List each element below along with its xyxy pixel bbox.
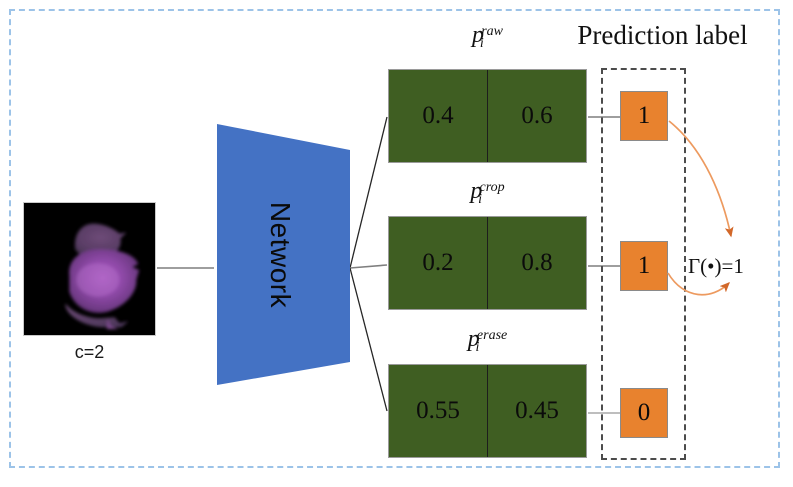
prediction-label-group-box [601,68,686,460]
probability-row-erase: 0.55 0.45 [388,364,587,458]
probability-cell: 0.2 [389,217,487,309]
prob-label-base: p [467,326,480,352]
prob-label-base: p [470,178,483,204]
prediction-box-erase: 0 [620,388,668,438]
prob-label-superscript: raw [481,23,503,39]
probability-cell: 0.6 [487,70,586,162]
prob-label-subscript: i [478,192,483,208]
figure-outer-frame [9,9,780,468]
prediction-box-crop: 1 [620,241,668,291]
prob-label-superscript: erase [476,327,508,343]
probability-row-crop: 0.2 0.8 [388,216,587,310]
gamma-annotation: Γ(•)=1 [688,254,744,278]
probability-cell: 0.8 [487,217,586,309]
prob-label-subscript: i [479,36,484,52]
probability-label-crop: picrop [388,178,587,208]
probability-cell: 0.4 [389,70,487,162]
probability-row-raw: 0.4 0.6 [388,69,587,163]
prob-label-superscript: crop [479,179,505,195]
prob-label-subscript: i [475,340,480,356]
network-block [217,124,350,385]
input-image-caption: c=2 [74,342,105,362]
prob-label-base: p [472,22,484,48]
probability-label-raw: piraw [388,22,587,52]
prediction-box-raw: 1 [620,91,668,141]
prediction-label-title: Prediction label [577,20,748,50]
probability-label-erase: pierase [388,326,587,356]
probability-cell: 0.45 [487,365,586,457]
segmented-bird-image [24,203,155,335]
probability-cell: 0.55 [389,365,487,457]
input-image-thumbnail [23,202,156,336]
